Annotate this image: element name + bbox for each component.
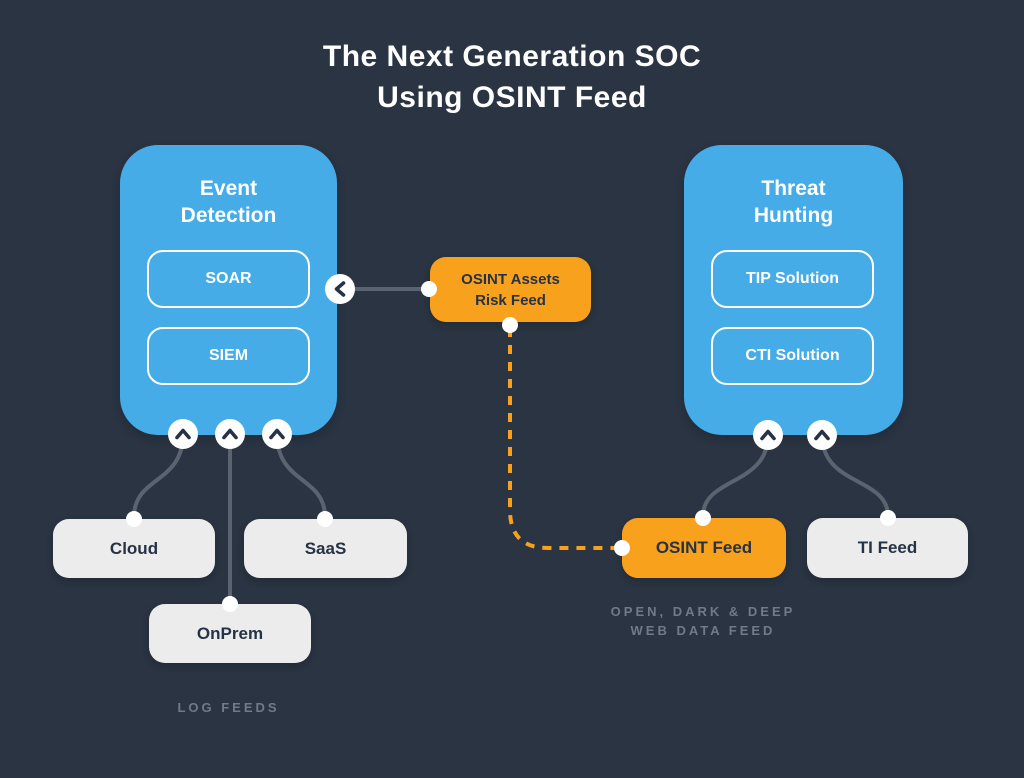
onprem-feed-box: OnPrem <box>149 604 311 663</box>
saas-label: SaaS <box>304 538 347 558</box>
osint-assets-line2: Risk Feed <box>475 291 546 309</box>
connector-dot <box>317 511 333 527</box>
ti-feed-box: TI Feed <box>807 518 968 578</box>
connector-threathunting-to-osintfeed <box>701 433 770 518</box>
ti-feed-label: TI Feed <box>857 538 918 557</box>
chevron-up-icon <box>262 419 292 449</box>
connector-osintassets-to-osintfeed-dashed <box>508 328 618 550</box>
cloud-label: Cloud <box>109 538 159 558</box>
siem-box: SIEM <box>147 327 310 385</box>
event-detection-box: Event Detection SOAR SIEM <box>120 145 337 435</box>
connector-dot <box>695 510 711 526</box>
connector-threathunting-to-tifeed <box>820 433 890 518</box>
chevron-left-icon <box>325 274 355 304</box>
chevron-up-icon <box>807 420 837 450</box>
chevron-up-icon <box>168 419 198 449</box>
page-title: The Next Generation SOC Using OSINT Feed <box>0 36 1024 118</box>
osint-feed-box: OSINT Feed <box>622 518 786 578</box>
siem-label: SIEM <box>208 347 249 364</box>
threat-hunting-box: Threat Hunting TIP Solution CTI Solution <box>684 145 903 435</box>
log-feeds-caption: LOG FEEDS <box>177 700 280 715</box>
osint-feed-label: OSINT Feed <box>655 538 753 557</box>
connector-dot <box>126 511 142 527</box>
saas-feed-box: SaaS <box>244 519 407 578</box>
tip-solution-label: TIP Solution <box>745 270 840 287</box>
page-title-line2: Using OSINT Feed <box>377 81 647 114</box>
osint-assets-line1: OSINT Assets <box>461 270 560 288</box>
chevron-up-icon <box>215 419 245 449</box>
page-title-line1: The Next Generation SOC <box>322 40 702 73</box>
connector-dot <box>222 596 238 612</box>
osint-assets-risk-feed-box: OSINT Assets Risk Feed <box>430 257 591 322</box>
tip-solution-box: TIP Solution <box>711 250 874 308</box>
cloud-feed-box: Cloud <box>53 519 215 578</box>
connector-dot <box>421 281 437 297</box>
cti-solution-box: CTI Solution <box>711 327 874 385</box>
connector-dot <box>614 540 630 556</box>
soar-box: SOAR <box>147 250 310 308</box>
event-detection-title: Event Detection <box>180 177 277 227</box>
connector-dot <box>502 317 518 333</box>
connector-dot <box>880 510 896 526</box>
threat-hunting-title: Threat Hunting <box>753 177 834 227</box>
cti-solution-label: CTI Solution <box>745 347 840 364</box>
web-data-feed-caption: OPEN, DARK & DEEP WEB DATA FEED <box>610 604 796 638</box>
onprem-label: OnPrem <box>196 623 264 643</box>
soar-label: SOAR <box>205 270 252 287</box>
chevron-up-icon <box>753 420 783 450</box>
